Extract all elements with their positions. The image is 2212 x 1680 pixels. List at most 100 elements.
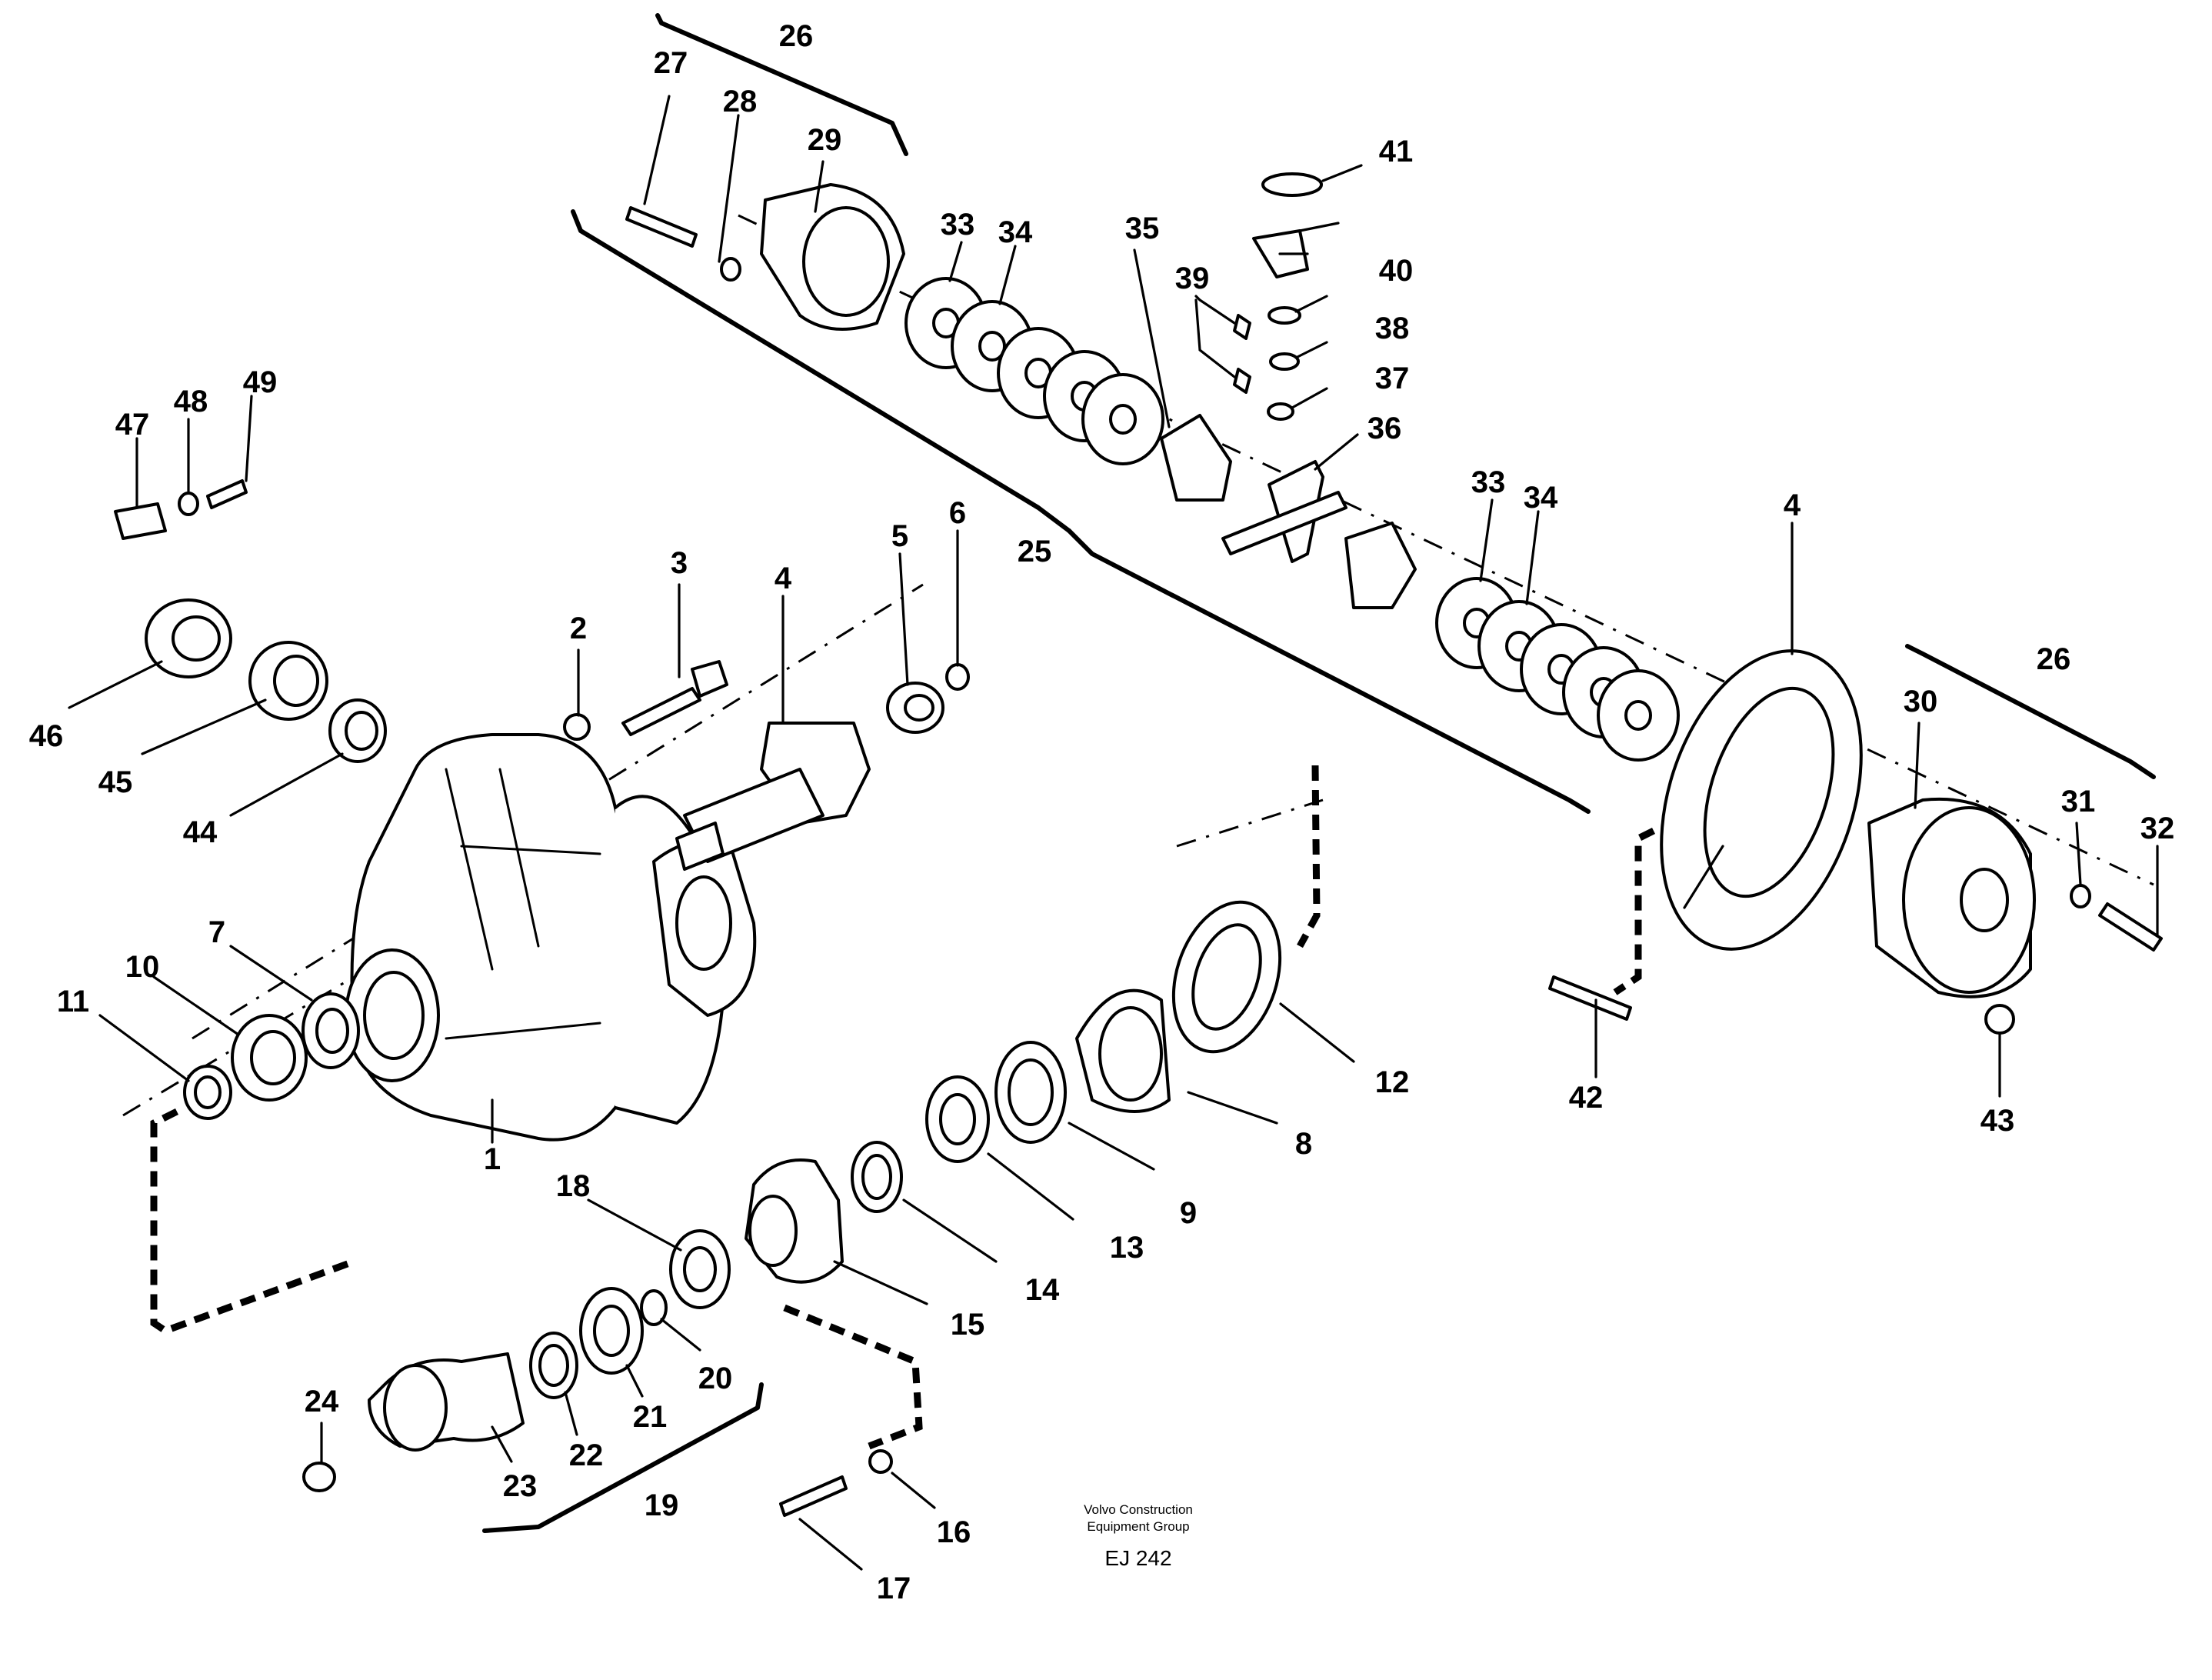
leader-23	[491, 1425, 513, 1463]
bearing-housing-8-bore	[1098, 1006, 1163, 1102]
assembly-dashed-lines	[150, 765, 1656, 1450]
leader-ring-gear-bolt	[1683, 845, 1724, 909]
drawing-code: EJ 242	[1104, 1546, 1171, 1570]
callout-30: 30	[1904, 685, 1938, 718]
disc-34-a-hole	[978, 331, 1006, 362]
callout-10: 10	[125, 950, 160, 984]
leader-37	[1291, 387, 1328, 409]
disc-stack-top	[904, 277, 1164, 465]
callout-9: 9	[1180, 1196, 1197, 1230]
callout-48: 48	[174, 385, 208, 418]
callout-5: 5	[891, 519, 908, 553]
ring-40	[1268, 306, 1301, 325]
ring-gear-axis-line	[1176, 798, 1324, 848]
sensor-group	[114, 479, 248, 540]
callout-4: 4	[775, 562, 792, 595]
callout-33-right: 33	[1471, 465, 1506, 499]
callout-13: 13	[1110, 1231, 1144, 1265]
bearing-cone-44-inner	[345, 711, 378, 751]
leader-46	[68, 660, 163, 709]
washer-31	[2070, 884, 2091, 908]
caption-company-line2: Equipment Group	[1087, 1519, 1189, 1534]
seal-18-inner	[683, 1246, 717, 1292]
caption-company-line1: Volvo Construction	[1084, 1502, 1193, 1517]
sleeve-22-inner	[538, 1344, 569, 1387]
leader-45	[141, 698, 267, 755]
callout-8: 8	[1295, 1127, 1312, 1161]
bolt-17	[779, 1475, 848, 1517]
leader-7	[229, 945, 313, 1002]
sensor-bracket-47	[114, 502, 167, 540]
callout-21: 21	[633, 1400, 668, 1434]
leader-33b	[1479, 498, 1494, 582]
callout-34-top: 34	[998, 215, 1033, 249]
ring-38	[1269, 352, 1300, 371]
callout-17: 17	[877, 1572, 911, 1605]
leader-9	[1068, 1122, 1155, 1171]
leader-11	[98, 1014, 190, 1082]
bracket-26-top	[655, 13, 908, 156]
callout-26-right: 26	[2037, 642, 2071, 676]
washer-2	[563, 713, 591, 741]
leader-34	[998, 245, 1017, 305]
nut-24	[302, 1462, 336, 1492]
differential-internals	[1160, 172, 1417, 609]
callout-15: 15	[951, 1308, 985, 1342]
callout-12: 12	[1375, 1065, 1410, 1099]
bearing-cone-13-inner	[939, 1093, 976, 1145]
leader-44	[229, 752, 344, 817]
disc-33-f-hole	[1624, 700, 1652, 731]
dashed-line-8-12	[1297, 765, 1321, 948]
disc-stack-right	[1435, 577, 1680, 762]
leader-10	[152, 975, 240, 1036]
leader-28	[718, 114, 740, 263]
leader-lines	[68, 95, 2159, 1571]
callout-46: 46	[29, 719, 64, 753]
case-half-30-hub	[1960, 868, 2009, 932]
pinion-bore	[675, 875, 732, 971]
bracket-19	[482, 1382, 764, 1533]
bearing-cup-9-inner	[1008, 1058, 1054, 1126]
leader-35-head	[1298, 222, 1340, 232]
leader-18	[587, 1198, 682, 1252]
leader-14	[902, 1198, 998, 1263]
washer-48	[178, 492, 199, 516]
deflector-21-inner	[593, 1305, 630, 1357]
callout-2: 2	[570, 612, 587, 645]
callout-3: 3	[671, 546, 688, 580]
leader-49	[245, 395, 253, 482]
leader-33	[948, 241, 963, 282]
callout-25: 25	[1018, 535, 1052, 568]
leader-30	[1914, 722, 1921, 809]
spider-36-horizontal	[1221, 491, 1348, 555]
callout-47: 47	[115, 408, 150, 442]
callout-35: 35	[1125, 212, 1160, 245]
housing-ribs	[445, 768, 601, 1040]
leader-17	[798, 1518, 863, 1571]
dashed-line-15-to-16	[783, 1304, 923, 1450]
bolt-3-shank	[621, 687, 701, 736]
leader-20	[660, 1318, 701, 1352]
callout-27: 27	[654, 46, 688, 80]
shim-12-inner	[1191, 923, 1262, 1031]
callout-29: 29	[808, 123, 842, 157]
leader-34b	[1525, 510, 1540, 605]
dashed-line-4-to-42	[1613, 827, 1656, 995]
bearing-cone-7-inner	[315, 1008, 349, 1054]
bracket-26-right	[1905, 644, 2156, 779]
cover-flange-group	[302, 1158, 893, 1517]
seal-11-inner	[194, 1075, 222, 1109]
callout-41: 41	[1379, 135, 1414, 168]
callout-1: 1	[484, 1142, 501, 1176]
pinion-group	[563, 660, 970, 871]
callout-44: 44	[183, 815, 218, 849]
drawing-caption: Volvo Construction Equipment Group EJ 24…	[1084, 1502, 1193, 1570]
leader-8	[1187, 1091, 1278, 1125]
callout-16: 16	[937, 1515, 971, 1549]
leader-21	[625, 1364, 644, 1398]
pin-39-a	[1233, 314, 1251, 340]
callout-11: 11	[57, 985, 89, 1018]
nut-43	[1984, 1004, 2015, 1035]
